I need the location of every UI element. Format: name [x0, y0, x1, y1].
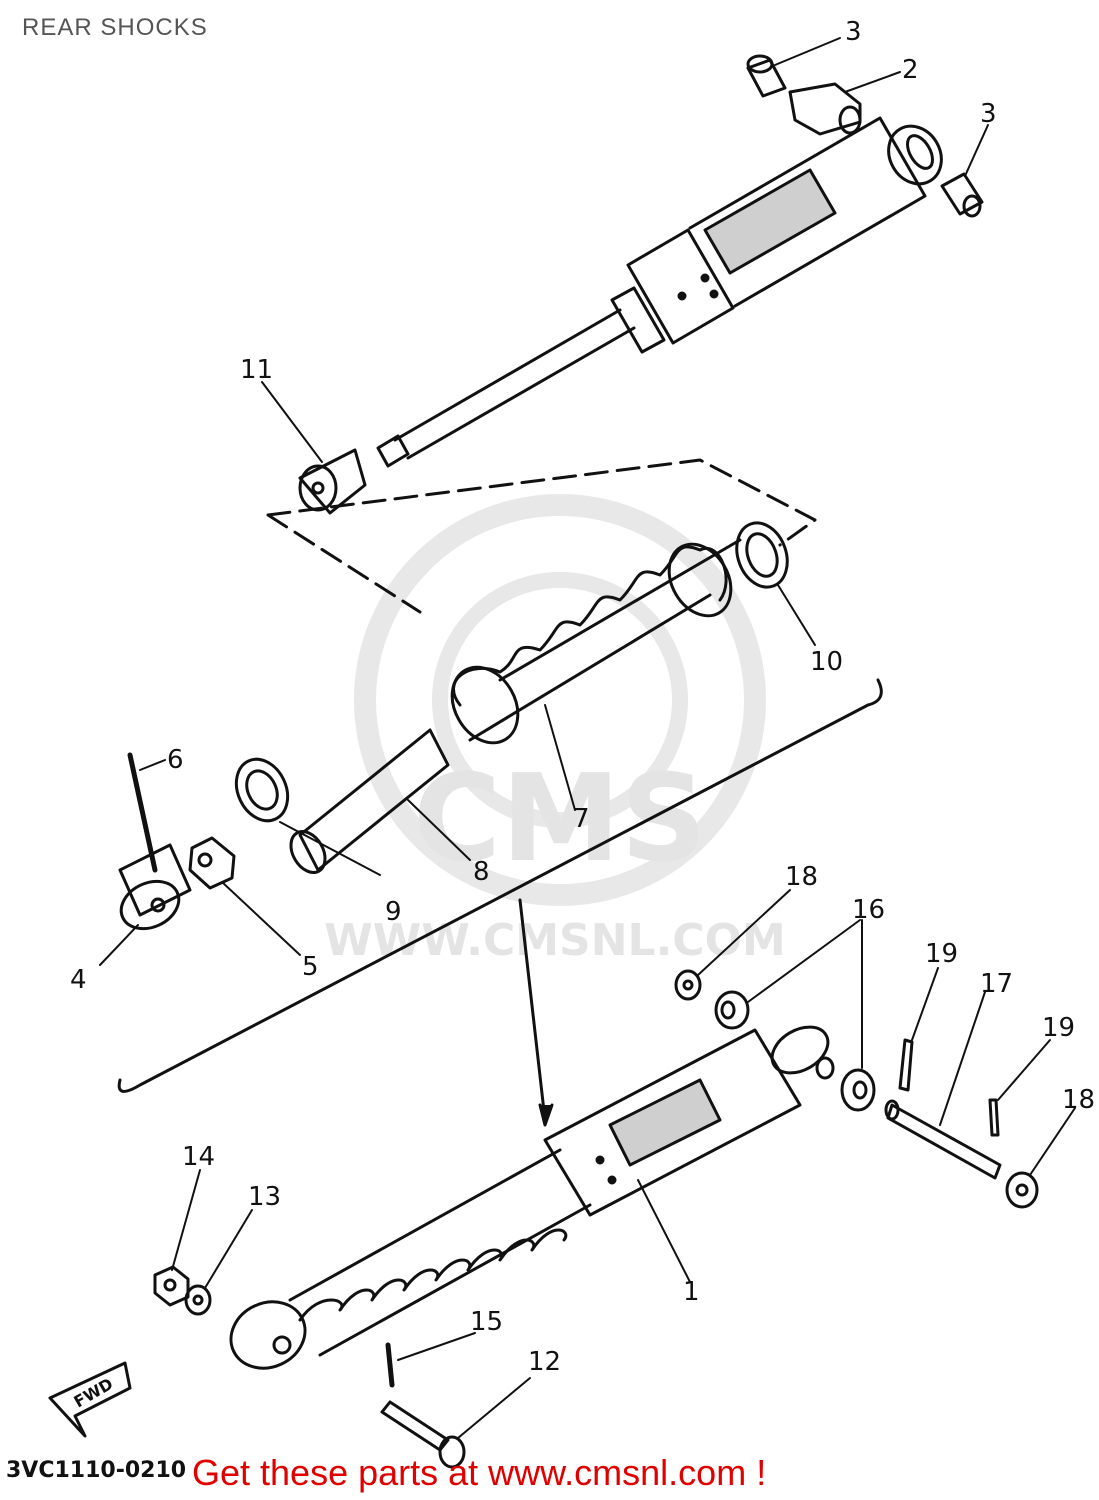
upper-damper-body [376, 116, 943, 468]
assembly-bracket [117, 678, 883, 1093]
part-15-pin [385, 1342, 395, 1388]
watermark: CMS WWW.CMSNL.COM [324, 494, 786, 966]
part-7-spring [450, 538, 742, 745]
callout-3-top: 3 [845, 17, 862, 47]
callout-14: 14 [182, 1142, 215, 1172]
callout-18-right: 18 [1062, 1085, 1095, 1115]
callout-9: 9 [385, 897, 402, 927]
callout-6: 6 [167, 745, 184, 775]
part-12-bolt [380, 1400, 466, 1469]
fwd-arrow [48, 1361, 132, 1438]
diagram-code: 3VC1110-0210 [6, 1458, 187, 1483]
callout-18-upper: 18 [785, 862, 818, 892]
part-3-bushing-right [940, 172, 984, 218]
part-4-lower-mount [118, 843, 192, 931]
part-11-bump-stop [298, 448, 367, 515]
watermark-brand: CMS [413, 750, 707, 889]
callout-17: 17 [980, 969, 1013, 999]
part-16-washer-lower [840, 1068, 876, 1112]
callout-19-right: 19 [1042, 1013, 1075, 1043]
part-17-pin [884, 1099, 1002, 1180]
part-3-bushing-top [746, 54, 787, 98]
callout-4: 4 [70, 965, 87, 995]
callout-7: 7 [573, 804, 590, 834]
callout-13: 13 [248, 1182, 281, 1212]
callout-12: 12 [528, 1347, 561, 1377]
callout-19-left: 19 [925, 939, 958, 969]
callout-11: 11 [240, 355, 273, 385]
leader-lines [99, 37, 1076, 1439]
watermark-url: WWW.CMSNL.COM [324, 915, 786, 966]
callout-10: 10 [810, 647, 843, 677]
part-6-bolt [127, 752, 158, 873]
assembly-dashed-outline [266, 458, 817, 614]
part-13-washer [184, 1284, 212, 1316]
part-9-spring-seat [234, 757, 290, 823]
callout-8: 8 [473, 857, 490, 887]
page-title: REAR SHOCKS [22, 14, 208, 41]
part-14-nut [153, 1265, 190, 1307]
part-19-cotter-pin-left [898, 1038, 914, 1092]
callout-16: 16 [852, 895, 885, 925]
callout-5: 5 [302, 952, 319, 982]
callout-1: 1 [683, 1277, 700, 1307]
part-10-spring-seat [735, 521, 789, 589]
callout-3-right: 3 [980, 99, 997, 129]
promo-link[interactable]: Get these parts at www.cmsnl.com ! [192, 1452, 767, 1493]
callout-labels: 1 2 3 3 4 5 6 7 8 9 10 11 12 13 14 15 16… [70, 17, 1095, 1411]
part-5-nut [188, 836, 236, 890]
callout-15: 15 [470, 1307, 503, 1337]
part-18-washer-upper [674, 969, 702, 1001]
callout-2: 2 [902, 55, 919, 85]
part-16-washer-upper [714, 990, 750, 1030]
part-2-collar [788, 82, 862, 136]
assembly-arrow [518, 898, 554, 1127]
part-18-washer-right [1005, 1171, 1039, 1209]
part-19-cotter-pin-right [988, 1098, 1000, 1137]
part-1-shock-assembly [229, 1025, 835, 1370]
